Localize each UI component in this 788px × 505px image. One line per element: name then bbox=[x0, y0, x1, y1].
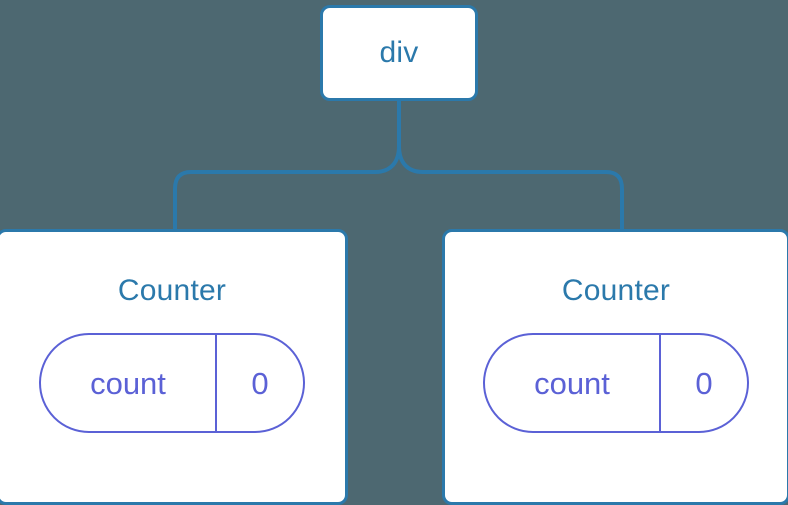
state-key-left: count bbox=[90, 365, 166, 401]
state-pill-left[interactable]: count 0 bbox=[39, 333, 305, 433]
state-key-right: count bbox=[534, 365, 610, 401]
state-value-left: 0 bbox=[251, 365, 269, 401]
node-div[interactable]: div bbox=[320, 5, 478, 101]
state-pill-right[interactable]: count 0 bbox=[483, 333, 749, 433]
state-divider-right bbox=[659, 335, 661, 431]
connector-root-to-right bbox=[397, 99, 624, 233]
node-counter-right-label: Counter bbox=[561, 274, 671, 307]
node-counter-left[interactable]: Counter count 0 bbox=[0, 229, 348, 505]
node-counter-left-label: Counter bbox=[117, 274, 227, 307]
state-divider-left bbox=[215, 335, 217, 431]
node-div-label: div bbox=[379, 36, 419, 69]
connector-root-to-left bbox=[173, 99, 401, 233]
node-counter-right[interactable]: Counter count 0 bbox=[442, 229, 788, 505]
state-value-right: 0 bbox=[695, 365, 713, 401]
